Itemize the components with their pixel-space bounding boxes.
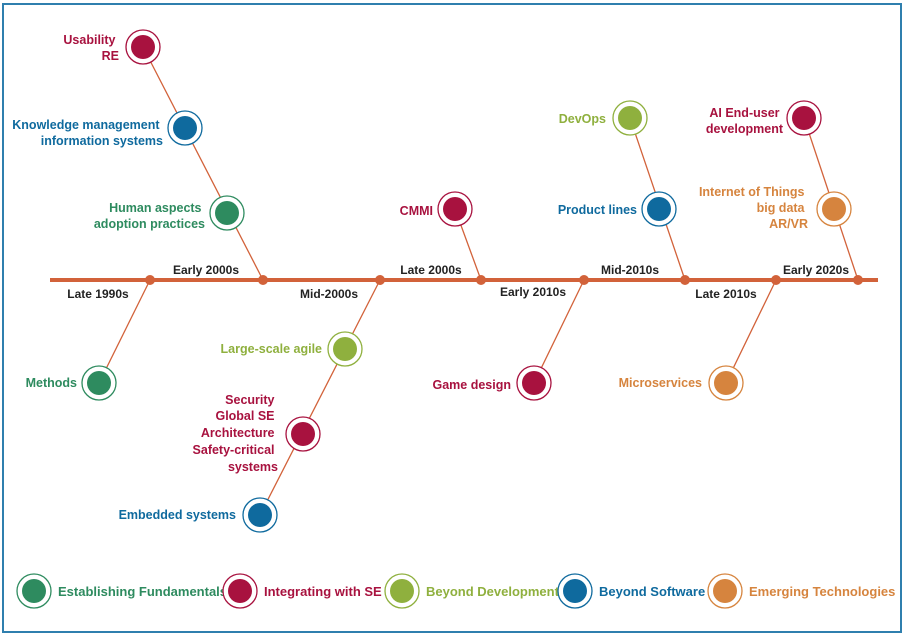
- node-security: [285, 416, 321, 452]
- branch-microservices: [725, 279, 777, 384]
- branch-usability: [142, 46, 264, 281]
- node-product-lines: [641, 191, 677, 227]
- node-microservices: [708, 365, 744, 401]
- era-label-late-2010s: Late 2010s: [695, 287, 757, 301]
- legend-item-beyond-sw: Beyond Software: [557, 573, 705, 609]
- node-human: [209, 195, 245, 231]
- label-knowledge: Knowledge management information systems: [12, 118, 163, 148]
- legend-label-establishing: Establishing Fundamentals: [58, 584, 227, 599]
- node-methods: [81, 365, 117, 401]
- label-security: Security Global SE Architecture Safety-c…: [193, 393, 279, 474]
- label-game: Game design: [433, 378, 512, 392]
- era-dot-early-2010s: [579, 275, 589, 285]
- era-label-late-1990s: Late 1990s: [67, 287, 129, 301]
- legend-item-integrating: Integrating with SE: [222, 573, 382, 609]
- branch-mid2000s: [259, 279, 381, 516]
- label-large-agile: Large-scale agile: [221, 342, 322, 356]
- label-ai: AI End-user development: [706, 106, 784, 136]
- legend-label-beyond-sw: Beyond Software: [599, 584, 705, 599]
- era-dot-late-1990s: [145, 275, 155, 285]
- era-label-early-2020s: Early 2020s: [783, 263, 849, 277]
- label-embedded: Embedded systems: [119, 508, 236, 522]
- node-large-agile: [327, 331, 363, 367]
- node-game: [516, 365, 552, 401]
- label-microservices: Microservices: [619, 376, 702, 390]
- diagram-frame: [2, 3, 902, 633]
- node-devops: [612, 100, 648, 136]
- branch-game: [533, 279, 585, 384]
- legend: Establishing Fundamentals Integrating wi…: [16, 573, 895, 609]
- node-ai: [786, 100, 822, 136]
- node-iot: [816, 191, 852, 227]
- era-label-early-2010s: Early 2010s: [500, 285, 566, 299]
- legend-item-beyond-dev: Beyond Development: [384, 573, 560, 609]
- label-usability: Usability RE: [63, 33, 119, 63]
- node-knowledge: [167, 110, 203, 146]
- era-dot-late-2010s: [771, 275, 781, 285]
- era-dot-early-2020s: [853, 275, 863, 285]
- era-dot-mid-2010s: [680, 275, 690, 285]
- label-cmmi: CMMI: [400, 204, 433, 218]
- legend-label-beyond-dev: Beyond Development: [426, 584, 560, 599]
- era-label-late-2000s: Late 2000s: [400, 263, 462, 277]
- label-methods: Methods: [26, 376, 77, 390]
- label-human: Human aspects adoption practices: [94, 201, 205, 231]
- node-embedded: [242, 497, 278, 533]
- label-devops: DevOps: [559, 112, 606, 126]
- branch-methods: [98, 279, 151, 384]
- legend-label-integrating: Integrating with SE: [264, 584, 382, 599]
- era-dot-mid-2000s: [375, 275, 385, 285]
- label-product-lines: Product lines: [558, 203, 637, 217]
- label-iot: Internet of Things big data AR/VR: [699, 185, 808, 231]
- era-dot-early-2000s: [258, 275, 268, 285]
- node-cmmi: [437, 191, 473, 227]
- node-usability: [125, 29, 161, 65]
- legend-label-emerging: Emerging Technologies: [749, 584, 895, 599]
- era-label-early-2000s: Early 2000s: [173, 263, 239, 277]
- legend-item-emerging: Emerging Technologies: [707, 573, 895, 609]
- era-dot-late-2000s: [476, 275, 486, 285]
- legend-item-establishing: Establishing Fundamentals: [16, 573, 227, 609]
- era-label-mid-2000s: Mid-2000s: [300, 287, 358, 301]
- era-label-mid-2010s: Mid-2010s: [601, 263, 659, 277]
